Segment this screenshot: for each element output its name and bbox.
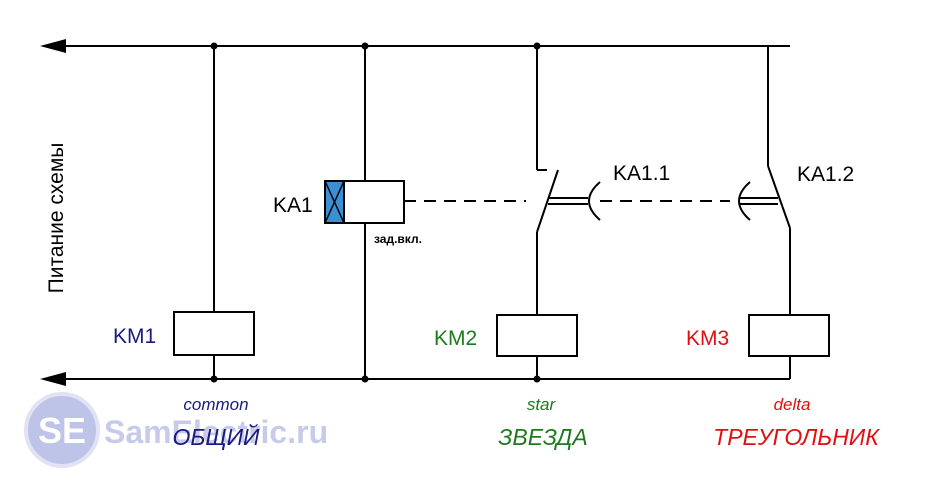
ka1-label: KA1 xyxy=(273,194,313,217)
km1-caption-en: common xyxy=(183,395,248,414)
ka1-2-blade xyxy=(767,165,791,229)
branch-km3 xyxy=(537,45,830,379)
km3-caption-en: delta xyxy=(774,395,811,414)
km3-coil xyxy=(748,314,830,357)
branch-km2 xyxy=(496,46,601,379)
km2-caption-en: star xyxy=(527,395,557,414)
supply-label: Питание схемы xyxy=(45,143,68,294)
bottom-rail-arrow-icon xyxy=(40,372,66,386)
watermark-text: SamElectric.ru xyxy=(104,414,328,450)
km3-label: KM3 xyxy=(686,327,729,350)
ka1-2-label: KA1.2 xyxy=(797,163,854,186)
branch-km1 xyxy=(173,46,255,379)
watermark-logo-text: SE xyxy=(38,410,86,451)
km2-caption-ru: ЗВЕЗДА xyxy=(498,424,587,450)
supply-rails xyxy=(58,45,790,380)
km1-label: KM1 xyxy=(113,325,156,348)
ka1-1-label: KA1.1 xyxy=(613,162,670,185)
ka1-delay-marker-icon xyxy=(324,180,345,224)
km2-label: KM2 xyxy=(434,327,477,350)
ka1-1-delay-arc xyxy=(588,181,601,221)
km3-caption-ru: ТРЕУГОЛЬНИК xyxy=(713,424,880,450)
km1-caption-ru: ОБЩИЙ xyxy=(173,423,261,450)
ka1-coil xyxy=(343,180,405,224)
watermark: SE SamElectric.ru xyxy=(24,392,328,468)
watermark-logo-circle xyxy=(24,392,100,468)
km2-coil xyxy=(496,314,578,357)
branch-ka1 xyxy=(343,46,405,379)
km1-coil xyxy=(173,311,255,356)
ka1-note: зад.вкл. xyxy=(374,232,422,246)
top-rail-arrow-icon xyxy=(40,39,66,53)
ka1-1-blade xyxy=(536,169,559,233)
ka1-2-delay-arc xyxy=(738,181,751,221)
